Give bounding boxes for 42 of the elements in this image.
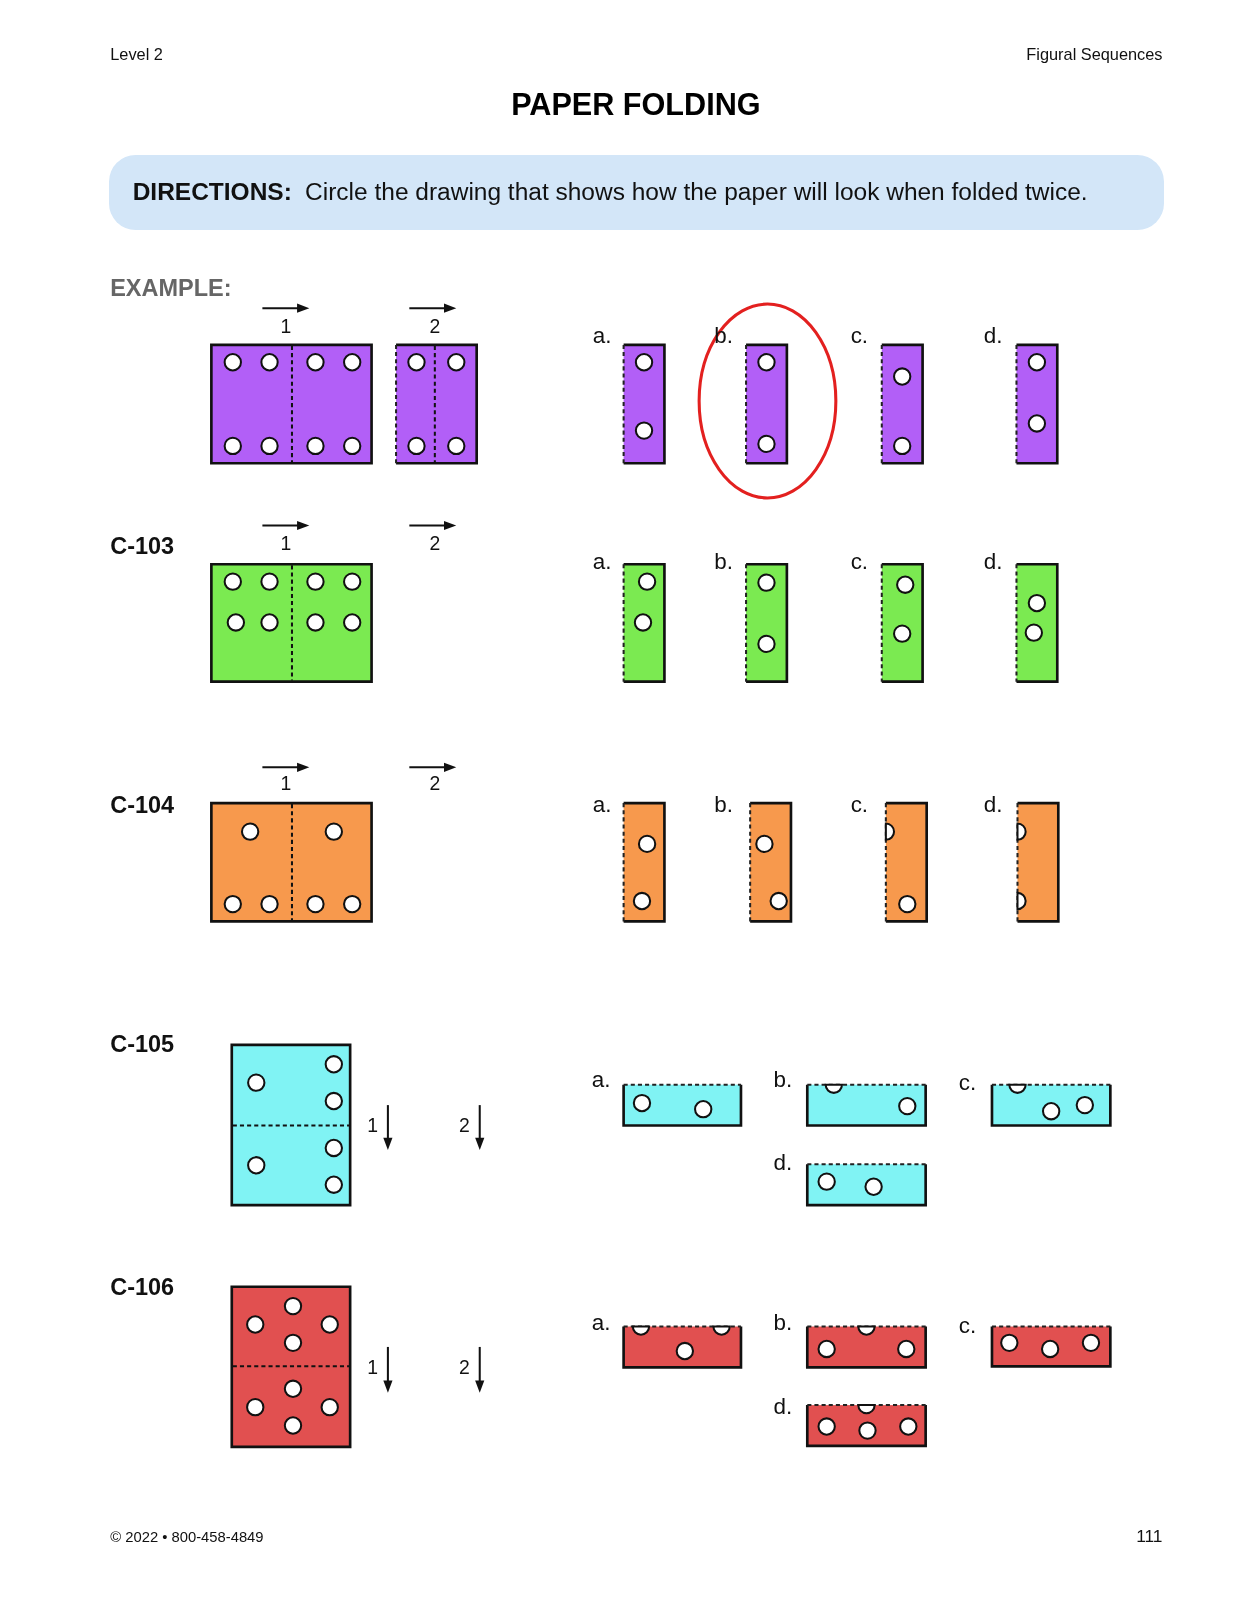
page-title: PAPER FOLDING bbox=[511, 85, 761, 123]
option-letter: a. bbox=[592, 323, 612, 351]
problem-number: C-105 bbox=[110, 1030, 175, 1059]
directions-heading: DIRECTIONS: bbox=[132, 178, 292, 207]
option-letter: a. bbox=[592, 791, 612, 819]
option-letter: d. bbox=[983, 791, 1003, 819]
problem-number: C-106 bbox=[110, 1272, 175, 1302]
header-text: Level 2 bbox=[110, 45, 163, 65]
option-letter: c. bbox=[958, 1313, 977, 1341]
option-letter: d. bbox=[983, 548, 1003, 576]
option-letter: c. bbox=[958, 1070, 977, 1098]
option-letter: a. bbox=[592, 548, 612, 576]
problem-number: C-103 bbox=[110, 531, 175, 561]
example-heading: EXAMPLE: bbox=[110, 273, 232, 302]
problem-number: C-104 bbox=[110, 791, 175, 820]
section-name: Figural Sequences bbox=[1026, 45, 1163, 65]
step-number: 1 bbox=[280, 314, 292, 339]
step-number: 1 bbox=[280, 532, 292, 556]
option-letter: d. bbox=[773, 1394, 793, 1421]
option-letter: b. bbox=[773, 1310, 793, 1338]
step-number: 2 bbox=[429, 772, 441, 796]
option-letter: d. bbox=[773, 1150, 793, 1177]
step-number: 2 bbox=[429, 314, 441, 339]
option-letter: b. bbox=[714, 791, 733, 819]
step-number: 2 bbox=[429, 532, 441, 556]
step-number: 2 bbox=[459, 1356, 470, 1380]
option-letter: a. bbox=[591, 1310, 611, 1338]
option-letter: a. bbox=[591, 1067, 611, 1095]
option-letter: b. bbox=[714, 548, 733, 576]
step-number: 1 bbox=[280, 772, 292, 796]
option-letter: b. bbox=[773, 1067, 793, 1095]
page-number: 111 bbox=[1136, 1525, 1163, 1547]
step-number: 1 bbox=[367, 1356, 378, 1380]
step-number: 1 bbox=[367, 1114, 378, 1138]
footer-text: © 2022 • 800-458-4849 bbox=[110, 1529, 264, 1547]
directions-banner bbox=[109, 155, 1164, 230]
option-letter: c. bbox=[850, 791, 869, 819]
step-number: 2 bbox=[459, 1114, 470, 1138]
option-letter: c. bbox=[850, 548, 869, 576]
option-letter: c. bbox=[850, 323, 869, 351]
option-letter: d. bbox=[983, 323, 1003, 351]
directions-text: Circle the drawing that shows how the paper will look when folded twice. bbox=[305, 178, 1088, 207]
